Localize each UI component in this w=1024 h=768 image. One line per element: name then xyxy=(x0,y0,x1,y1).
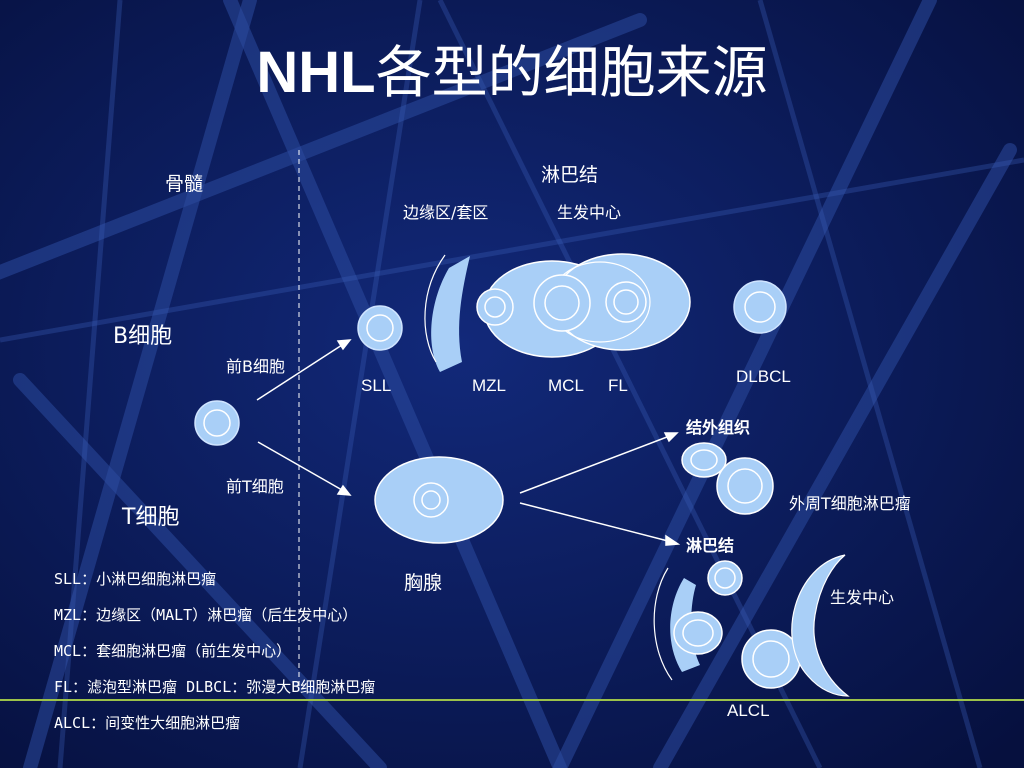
marginal-zone-crescent xyxy=(424,254,470,372)
t-node-cell-left xyxy=(673,611,723,655)
dlbcl-tag: DLBCL xyxy=(736,367,791,386)
thymus-organ xyxy=(374,456,504,544)
mcl-cell xyxy=(533,274,591,332)
alcl-cell xyxy=(741,629,801,689)
note-fl-dlbcl: FL：滤泡型淋巴瘤 DLBCL：弥漫大B细胞淋巴瘤 xyxy=(54,678,376,696)
t-lymph-node-label: 淋巴结 xyxy=(686,536,735,555)
note-mzl: MZL：边缘区（MALT）淋巴瘤（后生发中心） xyxy=(54,606,358,624)
note-sll: SLL：小淋巴细胞淋巴瘤 xyxy=(54,570,217,588)
arrow-head-sll xyxy=(336,339,352,351)
t-germinal-center-label: 生发中心 xyxy=(830,588,895,607)
sll-cell xyxy=(357,305,403,351)
mcl-tag: MCL xyxy=(548,376,584,395)
b-cell-label: B细胞 xyxy=(113,324,173,349)
marginal-mantle-label: 边缘区/套区 xyxy=(403,203,489,222)
fl-cell xyxy=(605,281,647,323)
precursor-cell xyxy=(194,400,240,446)
germinal-center-crescent xyxy=(791,554,850,697)
thymus-label: 胸腺 xyxy=(404,572,443,594)
arrow-head-extranodal xyxy=(663,432,679,443)
pre-t-cell-label: 前T细胞 xyxy=(226,477,284,496)
t-cell-label: T细胞 xyxy=(122,505,180,530)
note-alcl: ALCL：间变性大细胞淋巴瘤 xyxy=(54,714,241,732)
pre-b-cell-label: 前B细胞 xyxy=(226,357,285,376)
arrow-to-extranodal xyxy=(519,436,668,494)
extranodal-label: 结外组织 xyxy=(686,418,751,437)
extranodal-cell-large xyxy=(716,457,774,515)
bone-marrow-label: 骨髓 xyxy=(165,173,204,195)
note-mcl: MCL：套细胞淋巴瘤（前生发中心） xyxy=(54,642,292,660)
alcl-tag: ALCL xyxy=(727,701,770,720)
peripheral-t-lymphoma-label: 外周T细胞淋巴瘤 xyxy=(789,494,911,513)
dlbcl-cell xyxy=(733,280,787,334)
germinal-center-label: 生发中心 xyxy=(557,203,622,222)
arrow-to-lymph-node xyxy=(519,502,669,542)
t-node-cell-top xyxy=(707,560,743,596)
lymph-node-label: 淋巴结 xyxy=(541,164,599,186)
page-title: NHL各型的细胞来源 xyxy=(0,44,1024,102)
title-bold: NHL xyxy=(256,40,376,105)
mzl-tag: MZL xyxy=(472,376,506,395)
extranodal-cell-small xyxy=(681,442,727,478)
arrow-head-thymus xyxy=(336,484,352,496)
arrow-to-thymus xyxy=(257,441,343,491)
arrow-head-lymph-node xyxy=(665,534,681,546)
mzl-cell xyxy=(476,288,514,326)
fl-tag: FL xyxy=(608,376,628,395)
title-rest: 各型的细胞来源 xyxy=(375,41,768,106)
sll-tag: SLL xyxy=(361,376,392,395)
arrow-to-sll xyxy=(256,344,343,401)
